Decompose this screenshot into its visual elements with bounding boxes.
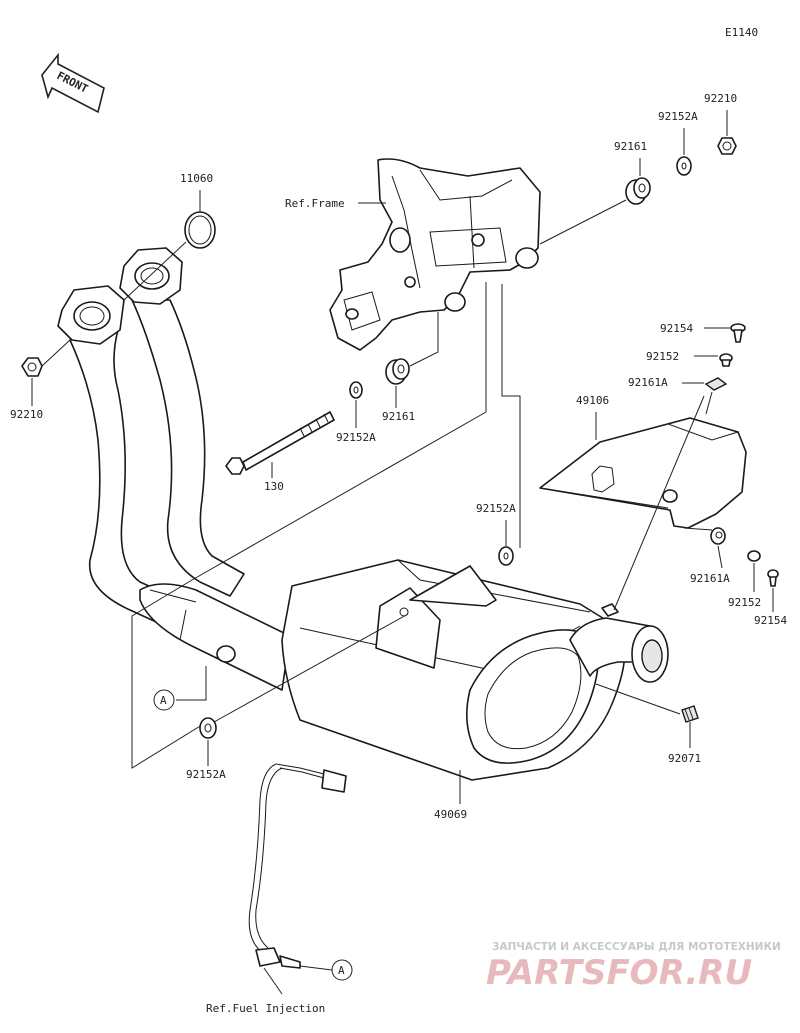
label-washer-left: 92152A — [186, 768, 226, 781]
bolt — [225, 411, 335, 475]
label-band: 92071 — [668, 752, 701, 765]
collar-lower — [747, 550, 761, 562]
muffler — [281, 559, 669, 781]
washer-left — [199, 717, 217, 739]
screw-lower — [767, 569, 779, 587]
ref-a-upper-circle: A — [153, 689, 175, 711]
label-screw-upper: 92154 — [660, 322, 693, 335]
label-collar-upper: 92152 — [646, 350, 679, 363]
washer-top — [676, 156, 692, 176]
ref-fuel-label: Ref.Fuel Injection — [206, 1002, 325, 1015]
washer-mid — [349, 381, 363, 399]
label-gasket: 11060 — [180, 172, 213, 185]
label-cover: 49106 — [576, 394, 609, 407]
label-grommet-lower-a: 92161A — [690, 572, 730, 585]
label-muffler: 49069 — [434, 808, 467, 821]
exhaust-header-pipes — [57, 247, 291, 691]
label-grommet-mid: 92161 — [382, 410, 415, 423]
watermark-logo: PARTSFOR.RU — [486, 953, 752, 993]
frame-bracket — [329, 158, 541, 351]
label-bolt: 130 — [264, 480, 284, 493]
ref-a-lower-circle: A — [331, 959, 353, 981]
label-washer-mid: 92152A — [336, 431, 376, 444]
grommet-top — [625, 177, 651, 205]
ref-a-lower: A — [338, 964, 345, 977]
washer-muffler — [498, 546, 514, 566]
watermark-tagline: ЗАПЧАСТИ И АКСЕССУАРЫ ДЛЯ МОТОТЕХНИКИ — [492, 941, 781, 953]
nut-right — [717, 137, 737, 155]
collar-upper — [719, 353, 733, 367]
screw-upper — [730, 323, 746, 343]
band — [681, 705, 699, 723]
grommet-upper-a — [704, 377, 728, 391]
grommet-mid — [385, 358, 410, 385]
label-nut-left: 92210 — [10, 408, 43, 421]
label-nut-right: 92210 — [704, 92, 737, 105]
grommet-lower-a — [710, 527, 726, 545]
label-collar-lower: 92152 — [728, 596, 761, 609]
front-arrow-icon: FRONT — [41, 52, 105, 114]
oxygen-sensor — [248, 763, 347, 969]
diagram-code: E1140 — [725, 26, 758, 39]
ref-a-upper: A — [160, 694, 167, 707]
label-washer-muffler: 92152A — [476, 502, 516, 515]
label-grommet-upper-a: 92161A — [628, 376, 668, 389]
label-washer-top: 92152A — [658, 110, 698, 123]
heat-cover — [539, 417, 747, 529]
label-screw-lower: 92154 — [754, 614, 787, 627]
label-grommet-top: 92161 — [614, 140, 647, 153]
nut-left — [21, 357, 43, 377]
ref-frame-label: Ref.Frame — [285, 197, 345, 210]
